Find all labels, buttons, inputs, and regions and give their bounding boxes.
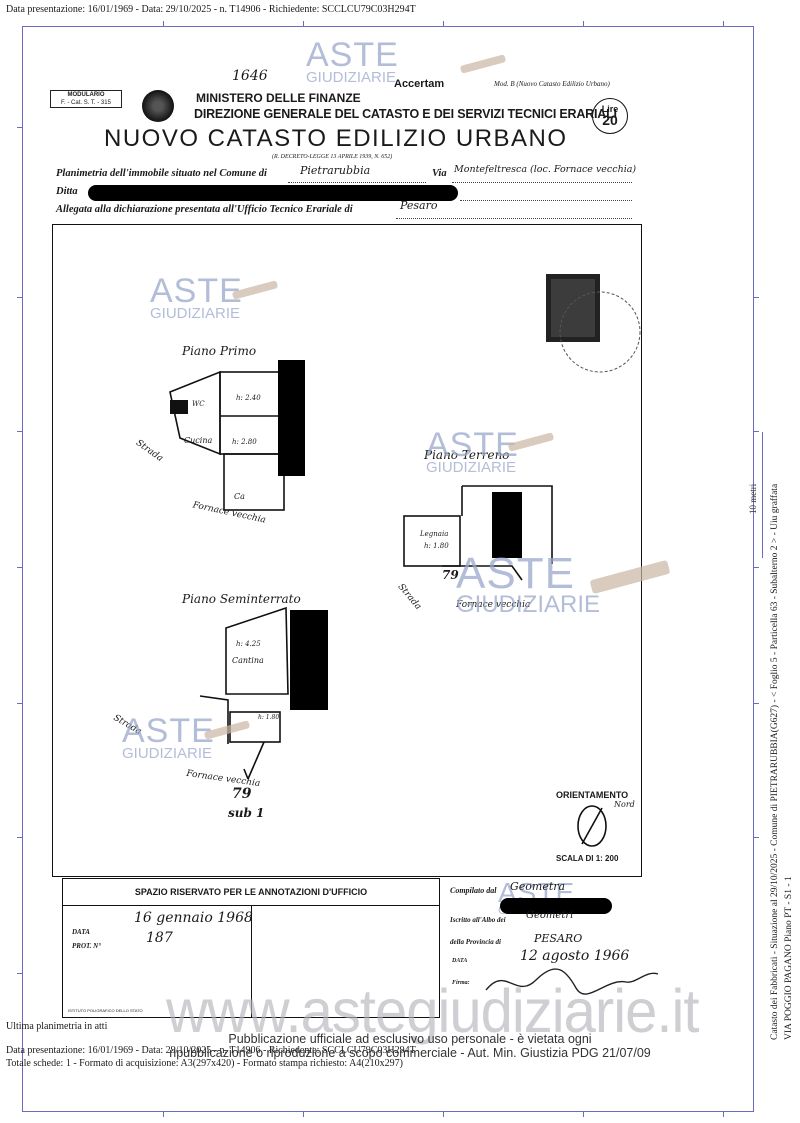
iscritto-value: Geometri bbox=[526, 910, 574, 921]
floor-plan-drawing bbox=[169, 274, 641, 847]
planimetria-label: Planimetria dell'immobile situato nel Co… bbox=[56, 168, 267, 179]
cantina-height: h: 4.25 bbox=[236, 640, 261, 648]
iscritto-label: Iscritto all'Albo dei bbox=[450, 916, 506, 924]
ca-label: Ca bbox=[234, 492, 245, 501]
cucina-label: Cucina bbox=[184, 436, 213, 445]
publication-notice-line1: Pubblicazione ufficiale ad esclusivo uso… bbox=[228, 1032, 592, 1046]
mappale-number-terreno: 79 bbox=[442, 568, 459, 582]
ufficio-value: Pesaro bbox=[400, 199, 438, 212]
footer-line-2: Totale schede: 1 - Formato di acquisizio… bbox=[6, 1058, 403, 1069]
provincia-label: della Provincia di bbox=[450, 938, 501, 946]
cantina-label: Cantina bbox=[232, 656, 264, 665]
subalterno-label: sub 1 bbox=[228, 806, 265, 820]
redacted-compiler bbox=[500, 898, 612, 914]
small-room-height: h: 1.80 bbox=[258, 714, 280, 721]
mappale-number: 79 bbox=[232, 786, 252, 802]
compilato-label: Compilato dal bbox=[450, 886, 497, 895]
site-watermark: www.astegiudiziarie.it bbox=[166, 977, 699, 1046]
provincia-value: PESARO bbox=[534, 932, 583, 945]
compiler-date-value: 12 agosto 1966 bbox=[520, 948, 630, 964]
firma-label: Firma: bbox=[452, 980, 470, 986]
piano-seminterrato-label: Piano Seminterrato bbox=[182, 592, 301, 606]
document-title: NUOVO CATASTO EDILIZIO URBANO bbox=[104, 125, 568, 152]
lire-label: Lire bbox=[601, 104, 619, 114]
wc-label: WC bbox=[192, 400, 205, 408]
footer-line-1: Data presentazione: 16/01/1969 - Data: 2… bbox=[6, 1045, 416, 1056]
allegata-label: Allegata alla dichiarazione presentata a… bbox=[56, 204, 353, 215]
redacted-owner bbox=[88, 185, 458, 201]
office-annotations-box: SPAZIO RISERVATO PER LE ANNOTAZIONI D'UF… bbox=[62, 878, 440, 1018]
orientamento-label: ORIENTAMENTO bbox=[556, 790, 629, 800]
office-date-value: 16 gennaio 1968 bbox=[134, 910, 253, 926]
modulario-label: MODULARIO bbox=[67, 92, 105, 98]
office-prot-label: PROT. N° bbox=[72, 942, 101, 950]
publication-notice: Pubblicazione ufficiale ad esclusivo uso… bbox=[150, 1032, 670, 1060]
room-height-2: h: 2.80 bbox=[232, 438, 257, 446]
legnaia-label: Legnaia bbox=[420, 530, 449, 538]
nord-label: Nord bbox=[614, 800, 635, 809]
scale-label: SCALA DI 1: 200 bbox=[556, 854, 619, 863]
publication-notice-line2: ripubblicazione o riproduzione a scopo c… bbox=[169, 1046, 651, 1060]
stamp-duty-badge: Lire 20 bbox=[592, 98, 628, 134]
compiler-date-label: DATA bbox=[452, 958, 468, 964]
office-box-header: SPAZIO RISERVATO PER LE ANNOTAZIONI D'UF… bbox=[63, 879, 439, 906]
ultima-planimetria-note: Ultima planimetria in atti bbox=[6, 1021, 108, 1032]
office-prot-value: 187 bbox=[146, 930, 173, 946]
floor-plan-sheet bbox=[52, 224, 642, 877]
model-code: Mod. B (Nuovo Catasto Edilizio Urbano) bbox=[494, 80, 610, 88]
printer-imprint: ISTITUTO POLIGRAFICO DELLO STATO bbox=[68, 1008, 143, 1013]
accertamento-stamp: Accertam bbox=[394, 78, 445, 90]
republic-emblem-icon bbox=[142, 90, 174, 122]
decree-reference: (R. DECRETO-LEGGE 13 APRILE 1939, N. 652… bbox=[272, 154, 393, 160]
via-value: Montefeltresca (loc. Fornace vecchia) bbox=[454, 164, 637, 175]
piano-terreno-label: Piano Terreno bbox=[424, 448, 510, 462]
ministero-heading: MINISTERO DELLE FINANZE bbox=[196, 91, 361, 105]
fornace-label-2: Fornace vecchia bbox=[456, 600, 531, 610]
room-height-1: h: 2.40 bbox=[236, 394, 261, 402]
lire-value: 20 bbox=[602, 112, 618, 128]
side-cadastral-info: Catasto dei Fabbricati - Situazione al 2… bbox=[770, 483, 780, 1040]
scale-bar-label: 10 metri bbox=[748, 483, 758, 514]
signature-mark bbox=[485, 968, 659, 995]
via-label: Via bbox=[432, 168, 447, 179]
direzione-heading: DIREZIONE GENERALE DEL CATASTO E DEI SER… bbox=[194, 107, 617, 121]
comune-value: Pietrarubbia bbox=[300, 164, 371, 177]
legnaia-height: h: 1.80 bbox=[424, 542, 449, 550]
office-date-label: DATA bbox=[72, 928, 90, 936]
page-frame bbox=[17, 21, 759, 1117]
side-address-info: VIA POGGIO PAGANO Piano PT - S1 - 1 bbox=[784, 876, 794, 1040]
ditta-label: Ditta bbox=[56, 186, 78, 197]
compilato-value: Geometra bbox=[510, 880, 566, 893]
scale-bar bbox=[762, 432, 763, 558]
piano-primo-label: Piano Primo bbox=[182, 344, 257, 358]
top-info-line: Data presentazione: 16/01/1969 - Data: 2… bbox=[6, 4, 416, 15]
handwritten-number: 1646 bbox=[232, 68, 268, 84]
modulario-box: MODULARIO F. - Cat. S. T. - 315 bbox=[50, 90, 122, 108]
modulario-code: F. - Cat. S. T. - 315 bbox=[61, 100, 111, 106]
